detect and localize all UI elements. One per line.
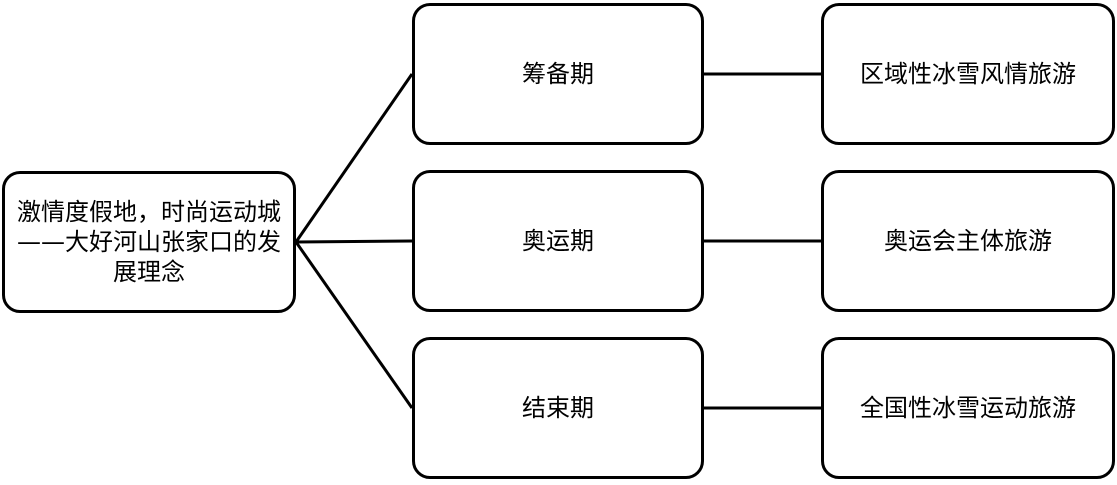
root-concept-box: 激情度假地，时尚运动城——大好河山张家口的发展理念 [2,171,296,313]
tourism-box-national-ice-snow-sports: 全国性冰雪运动旅游 [821,337,1115,479]
connector-root-to-phase-2 [295,239,413,244]
phase-label: 筹备期 [522,60,594,88]
tourism-label: 区域性冰雪风情旅游 [860,60,1076,88]
phase-label: 结束期 [522,394,594,422]
connector-root-to-phase-1 [294,73,414,243]
tourism-label: 奥运会主体旅游 [884,227,1052,255]
phase-box-preparation: 筹备期 [412,3,704,145]
tourism-box-regional-ice-snow: 区域性冰雪风情旅游 [821,3,1115,145]
phase-box-olympics: 奥运期 [412,170,704,312]
tourism-box-olympic-main: 奥运会主体旅游 [821,170,1115,312]
connector-root-to-phase-3 [294,241,414,409]
root-concept-label: 激情度假地，时尚运动城——大好河山张家口的发展理念 [17,198,281,286]
phase-box-post-games: 结束期 [412,337,704,479]
tourism-label: 全国性冰雪运动旅游 [860,394,1076,422]
phase-label: 奥运期 [522,227,594,255]
